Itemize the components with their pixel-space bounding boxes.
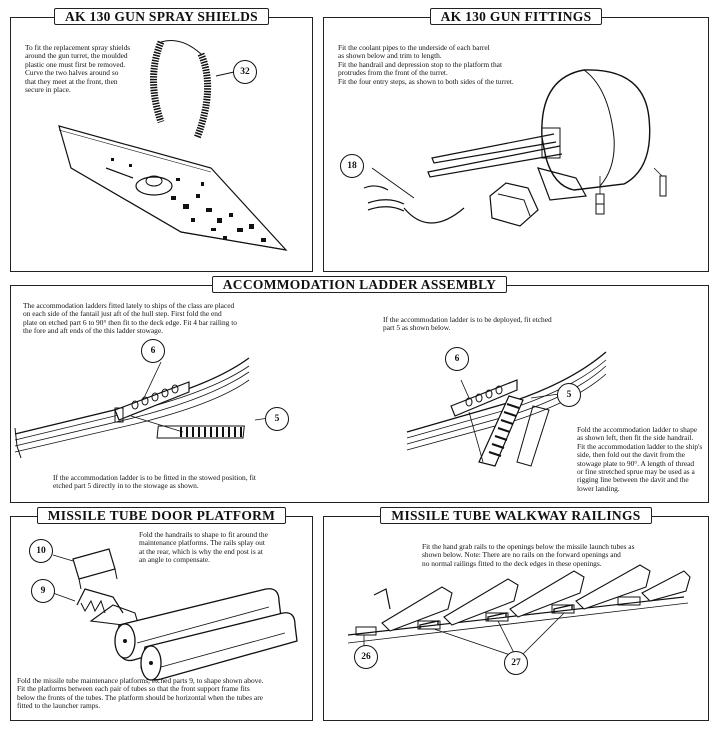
instruction-text-bottom: Fold the missile tube maintenance platfo…: [17, 676, 264, 711]
panel-title: ACCOMMODATION LADDER ASSEMBLY: [211, 276, 508, 293]
instruction-text-stowed: If the accommodation ladder is to be fit…: [53, 473, 256, 491]
panel-door-platform: MISSILE TUBE DOOR PLATFORM Fold the hand…: [10, 507, 313, 721]
instruction-text-top: Fold the handrails to shape to fit aroun…: [139, 530, 268, 565]
part-callout: 32: [233, 60, 257, 84]
panel-title: AK 130 GUN FITTINGS: [429, 8, 603, 25]
panel-title: MISSILE TUBE WALKWAY RAILINGS: [380, 507, 652, 524]
panel-ladder-assembly: ACCOMMODATION LADDER ASSEMBLY The accomm…: [10, 276, 709, 503]
instruction-text-deployed: If the accommodation ladder is to be dep…: [383, 315, 552, 333]
walkway-railings-drawing: [347, 564, 691, 658]
missile-tube-platform-drawing: [52, 548, 298, 681]
part-callout-a: 6: [141, 339, 165, 363]
part-callout-b: 5: [265, 407, 289, 431]
panel-title: MISSILE TUBE DOOR PLATFORM: [36, 507, 287, 524]
part-callout-b: 9: [31, 579, 55, 603]
part-callout-a-deployed: 6: [445, 347, 469, 371]
part-callout-a: 26: [354, 645, 378, 669]
panel-title: AK 130 GUN SPRAY SHIELDS: [54, 8, 269, 25]
instruction-text-intro: The accommodation ladders fitted lately …: [23, 301, 237, 336]
panel-walkway-railings: MISSILE TUBE WALKWAY RAILINGS Fit the ha…: [323, 507, 709, 721]
gun-turret-drawing: [363, 69, 667, 227]
part-callout-b-deployed: 5: [557, 383, 581, 407]
instruction-text: Fit the coolant pipes to the underside o…: [338, 43, 514, 86]
instruction-text: To fit the replacement spray shields aro…: [25, 43, 131, 95]
part-callout-b: 27: [504, 651, 528, 675]
instruction-text-fold: Fold the accommodation ladder to shape a…: [577, 425, 703, 493]
part-callout: 18: [340, 154, 364, 178]
spray-shield-drawing: [58, 40, 288, 251]
instruction-text: Fit the hand grab rails to the openings …: [422, 542, 635, 568]
panel-spray-shields: AK 130 GUN SPRAY SHIELDS To fit the repl…: [10, 8, 313, 272]
ladder-drawing: [14, 351, 607, 467]
part-callout-a: 10: [29, 539, 53, 563]
panel-gun-fittings: AK 130 GUN FITTINGS Fit the coolant pipe…: [323, 8, 709, 272]
